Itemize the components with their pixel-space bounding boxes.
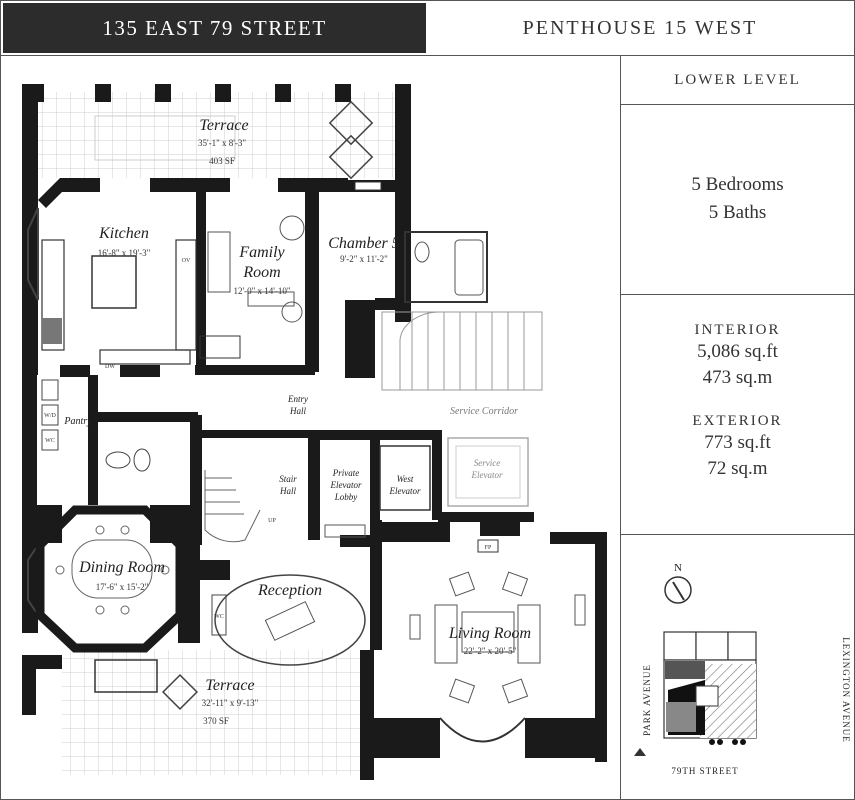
floor-plan-drawing: Terrace Kitchen Family Room Chamber 5 En…: [22, 84, 607, 780]
entry-hall-name-2: Hall: [289, 406, 307, 416]
reception-name: Reception: [257, 582, 322, 599]
terrace-bottom-name: Terrace: [205, 677, 254, 694]
private-elevator-name: Private: [332, 468, 360, 478]
walls: [22, 84, 607, 780]
family-room-name: Family: [238, 244, 285, 261]
bed-bath-summary: 5 Bedrooms 5 Baths: [620, 104, 855, 294]
family-room-dim: 12'-0" x 14'-10": [233, 286, 290, 296]
west-elevator-name-2: Elevator: [389, 486, 421, 496]
terrace-bottom-area: [62, 650, 372, 775]
entrance-arrow-icon: [634, 748, 646, 756]
exterior-sqft: 773 sq.ft: [704, 432, 771, 453]
interior-sqft: 5,086 sq.ft: [697, 341, 778, 362]
interior-sqm: 473 sq.m: [702, 367, 773, 388]
dining-walls: [35, 505, 185, 653]
baths-count: 5 Baths: [708, 202, 767, 223]
terrace-top-area: [38, 92, 400, 178]
dishwasher-label: DW: [105, 364, 115, 370]
stair-up-label: UP: [268, 518, 276, 524]
living-furniture: [409, 571, 586, 743]
location-map: N PARK AVENUE LEXINGTON AVENUE 79TH STRE…: [634, 562, 851, 776]
east-wall: [395, 84, 411, 322]
sidebar-rule: [620, 294, 855, 295]
exterior-sqm: 72 sq.m: [707, 458, 768, 479]
dining-room-name: Dining Room: [78, 559, 165, 576]
sidebar-divider: [620, 56, 621, 800]
pantry-wc-label: WC: [45, 438, 55, 444]
reception-wc-label: WC: [214, 614, 224, 620]
sidebar-rule: [620, 534, 855, 535]
terrace-bottom-area: 370 SF: [203, 716, 229, 726]
stair-hall-name-2: Hall: [279, 486, 297, 496]
lexington-avenue-label: LEXINGTON AVENUE: [841, 637, 851, 742]
main-stair: [204, 470, 261, 543]
washer-dryer-label: W/D: [44, 413, 56, 419]
area-summary: INTERIOR 5,086 sq.ft 473 sq.m EXTERIOR 7…: [620, 294, 855, 534]
dining-room-dim: 17'-6" x 15'-2": [96, 582, 149, 592]
building-address: 135 EAST 79 STREET: [3, 3, 426, 53]
level-label: LOWER LEVEL: [674, 71, 801, 88]
terrace-top-dim: 35'-1" x 8'-3": [198, 138, 246, 148]
west-elevator-name: West: [397, 474, 414, 484]
service-elevator-name: Service: [474, 458, 500, 468]
fireplace-label: FP: [485, 545, 492, 551]
stair-hall-name: Stair: [279, 474, 297, 484]
chamber5-dim: 9'-2" x 11'-2": [340, 254, 388, 264]
terrace-bottom-dim: 32'-11" x 9'-13": [202, 698, 259, 708]
terrace-top-area: 403 SF: [209, 156, 235, 166]
service-elevator-name-2: Elevator: [471, 470, 503, 480]
pantry-name: Pantry: [63, 416, 92, 427]
title-bar: 135 EAST 79 STREET PENTHOUSE 15 WEST: [0, 0, 855, 56]
living-room-dim: 22'-2" x 20'-5": [464, 646, 517, 656]
private-elevator-name-2: Elevator: [330, 480, 362, 490]
private-elevator-name-3: Lobby: [334, 492, 358, 502]
park-avenue-label: PARK AVENUE: [642, 664, 652, 736]
entry-hall-name: Entry: [287, 394, 308, 404]
unit-title: PENTHOUSE 15 WEST: [522, 16, 758, 39]
bedrooms-count: 5 Bedrooms: [691, 174, 784, 195]
exterior-label: EXTERIOR: [692, 413, 783, 429]
family-room-name-2: Room: [242, 264, 280, 281]
living-room-name: Living Room: [448, 625, 531, 642]
kitchen-dim: 16'-8" x 19'-3": [98, 248, 151, 258]
sidebar-rule: [620, 104, 855, 105]
north-label: N: [674, 562, 682, 574]
service-corridor-name: Service Corridor: [450, 406, 518, 417]
compass-icon: [664, 576, 692, 604]
title-divider: [0, 55, 855, 56]
service-stairs: [381, 311, 543, 391]
terrace-top-name: Terrace: [199, 117, 248, 134]
chamber5-name: Chamber 5: [328, 235, 400, 252]
79th-street-label: 79TH STREET: [671, 766, 738, 776]
kitchen-name: Kitchen: [98, 225, 149, 242]
oven-label: OV: [182, 258, 191, 264]
interior-label: INTERIOR: [694, 322, 781, 338]
terrace-posts: [28, 84, 351, 102]
